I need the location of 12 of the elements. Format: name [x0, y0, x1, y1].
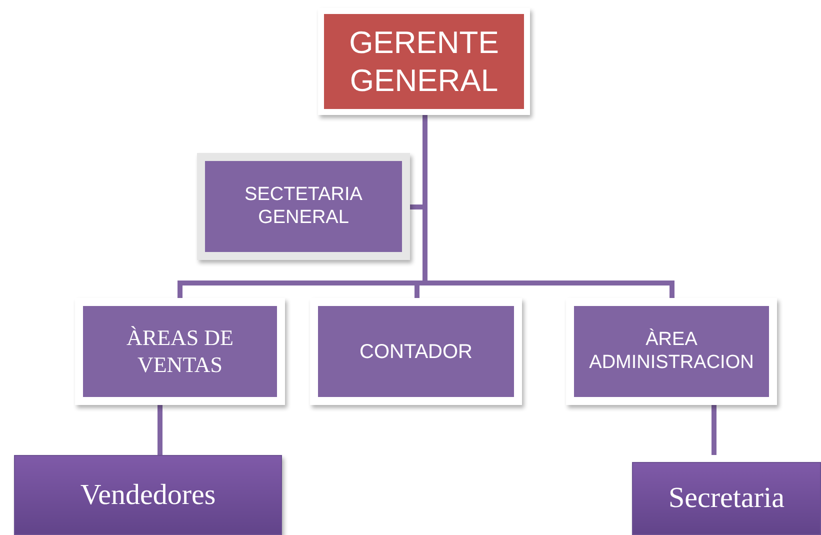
node-label: ÀREAS DE VENTAS — [126, 325, 234, 378]
staff-box — [197, 153, 410, 260]
connector-line — [712, 405, 716, 455]
node-label: GERENTE GENERAL — [348, 24, 500, 99]
node-label: SECTETARIA GENERAL — [244, 184, 364, 230]
role-box — [14, 455, 282, 535]
node-label: Secretaria — [668, 481, 784, 516]
node-label: Vendedores — [80, 478, 216, 512]
connector-line — [158, 405, 162, 455]
node-label: CONTADOR — [360, 340, 472, 364]
node-label: ÀREA ADMINISTRACION — [588, 328, 755, 374]
role-box — [632, 462, 821, 535]
